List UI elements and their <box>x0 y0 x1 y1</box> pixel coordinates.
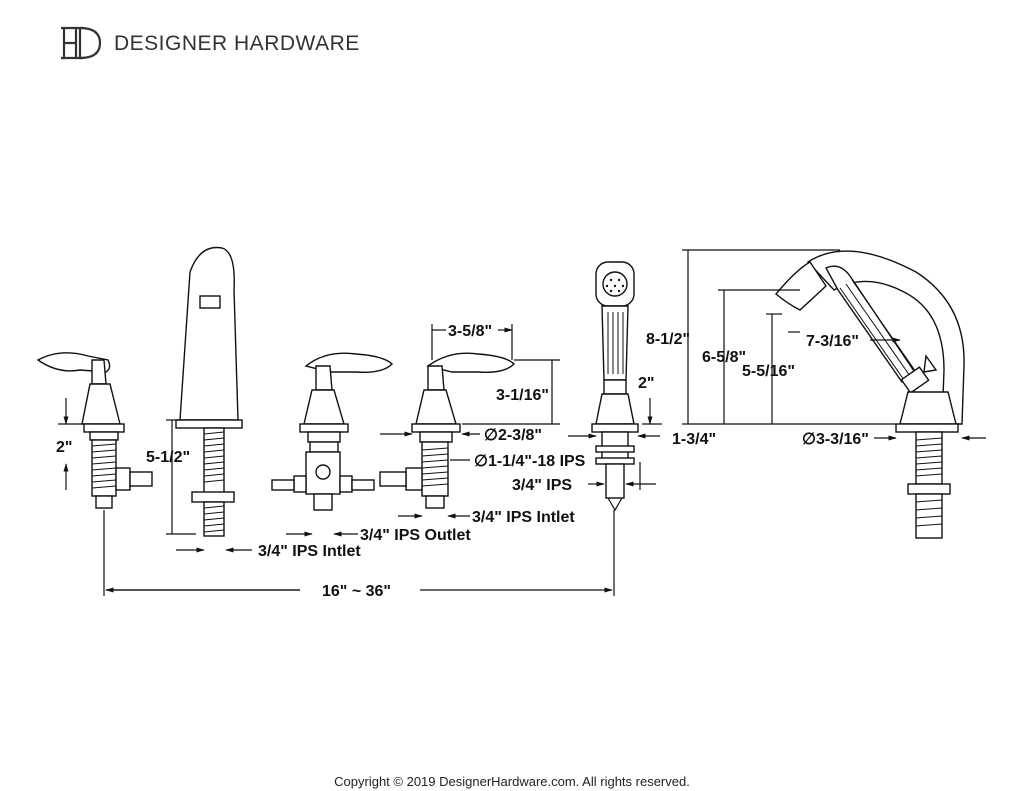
dim-cradle-base: 1-3/4" <box>672 431 716 448</box>
dh-monogram-logo <box>61 26 102 60</box>
diverter-valve <box>271 352 393 511</box>
dim-escutcheon-dia: ∅2-3/8" <box>484 427 542 444</box>
brand-name: DESIGNER HARDWARE <box>114 32 360 55</box>
dim-cradle-height-2: 6-5/8" <box>702 349 746 366</box>
dim-spout-inlet: 3/4" IPS Intlet <box>258 543 361 560</box>
shower-cradle <box>775 250 965 539</box>
dim-cradle-height-3: 5-5/16" <box>742 363 795 380</box>
dim-diverter-outlet: 3/4" IPS Outlet <box>360 527 471 544</box>
tub-spout <box>175 246 243 537</box>
right-handle-valve <box>379 352 515 509</box>
dim-cradle-total-height: 8-1/2" <box>646 331 690 348</box>
dim-shower-base-height: 2" <box>638 375 654 392</box>
dimension-labels: 2" 5-1/2" 3/4" IPS Intlet 3/4" IPS Outle… <box>56 323 869 600</box>
dim-cradle-base-dia: ∅3-3/16" <box>802 431 869 448</box>
dim-overall-spread: 16" ~ 36" <box>322 583 391 600</box>
dim-valve-inlet: 3/4" IPS Intlet <box>472 509 575 526</box>
dim-handle-valve-height: 3-1/16" <box>496 387 549 404</box>
dimension-lines <box>58 249 986 596</box>
dim-handle-height: 2" <box>56 439 72 456</box>
left-handle-valve <box>36 352 153 509</box>
dim-spout-height: 5-1/2" <box>146 449 190 466</box>
dim-cradle-reach: 7-3/16" <box>806 333 859 350</box>
dim-shower-ips: 3/4" IPS <box>512 477 572 494</box>
dim-handle-reach: 3-5/8" <box>448 323 492 340</box>
hand-shower <box>591 261 639 512</box>
copyright-footer: Copyright © 2019 DesignerHardware.com. A… <box>334 774 690 789</box>
dim-shank-thread: ∅1-1/4"-18 IPS <box>474 453 586 470</box>
